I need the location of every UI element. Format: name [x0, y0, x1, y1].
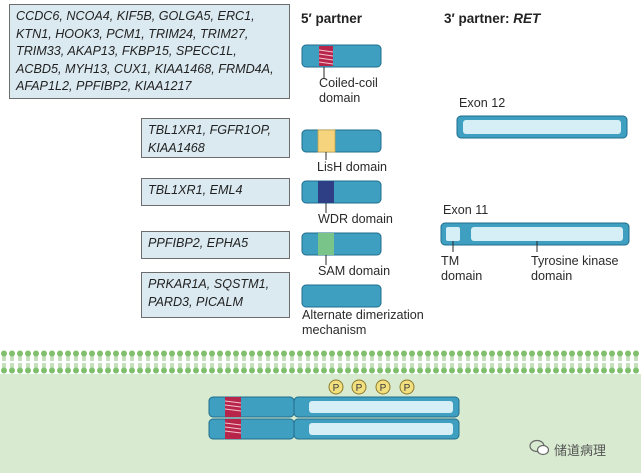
gene-list-sam: PPFIBP2, EPHA5: [148, 236, 249, 250]
fusion-dimer-top: [208, 396, 460, 418]
bar-coiled-coil: [301, 44, 382, 68]
label-tyrosine-kinase: Tyrosine kinase domain: [531, 254, 619, 283]
ret-exon12-bar: [456, 115, 628, 139]
phospho-site: P: [328, 379, 344, 395]
ret-exon11-bar: [440, 222, 630, 246]
gene-list-lish: TBL1XR1, FGFR1OP, KIAA1468: [148, 123, 271, 155]
gene-box-wdr: TBL1XR1, EML4: [141, 178, 290, 206]
phospho-label: P: [356, 383, 363, 394]
label-tm-domain: Tyrosine kinase domain TM domain: [441, 254, 483, 283]
phospho-label: P: [380, 383, 387, 394]
five-prime-partner-header: 5′ partner: [301, 11, 363, 26]
gene-list-wdr: TBL1XR1, EML4: [148, 183, 243, 197]
label-lish: LisH domain: [317, 160, 387, 174]
label-alternate: Alternate dimerization mechanism: [302, 308, 424, 337]
gene-box-alternate: PRKAR1A, SQSTM1, PARD3, PICALM: [141, 272, 290, 318]
three-prime-gene: RET: [513, 11, 541, 26]
gene-box-lish: TBL1XR1, FGFR1OP, KIAA1468: [141, 118, 290, 158]
cell-membrane: [0, 350, 641, 374]
label-sam: SAM domain: [318, 264, 391, 278]
phospho-site: P: [375, 379, 391, 395]
bar-alternate: [301, 284, 382, 308]
phospho-site: P: [399, 379, 415, 395]
gene-list-alternate: PRKAR1A, SQSTM1, PARD3, PICALM: [148, 277, 270, 309]
bar-lish: [301, 129, 382, 153]
label-exon12: Exon 12: [459, 96, 506, 110]
phospho-site: P: [351, 379, 367, 395]
phospho-label: P: [333, 383, 340, 394]
phospho-label: P: [404, 383, 411, 394]
label-wdr: WDR domain: [318, 212, 393, 226]
gene-box-coiled-coil: CCDC6, NCOA4, KIF5B, GOLGA5, ERC1, KTN1,…: [9, 4, 290, 99]
bar-wdr: [301, 180, 382, 204]
phospho-sites: P P P P: [328, 379, 415, 395]
gene-box-sam: PPFIBP2, EPHA5: [141, 231, 290, 259]
wechat-icon: [529, 439, 550, 456]
label-exon11: Exon 11: [443, 203, 489, 217]
three-prime-partner-header: 3′ partner: RET: [444, 11, 540, 26]
label-coiled-coil: Coiled-coil domain: [319, 76, 378, 105]
three-prime-prefix: 3′ partner:: [444, 11, 514, 26]
fusion-dimer-bottom: [208, 418, 460, 440]
watermark: 储道病理: [554, 443, 607, 458]
gene-list-coiled-coil: CCDC6, NCOA4, KIF5B, GOLGA5, ERC1, KTN1,…: [16, 9, 274, 94]
bar-sam: [301, 232, 382, 256]
